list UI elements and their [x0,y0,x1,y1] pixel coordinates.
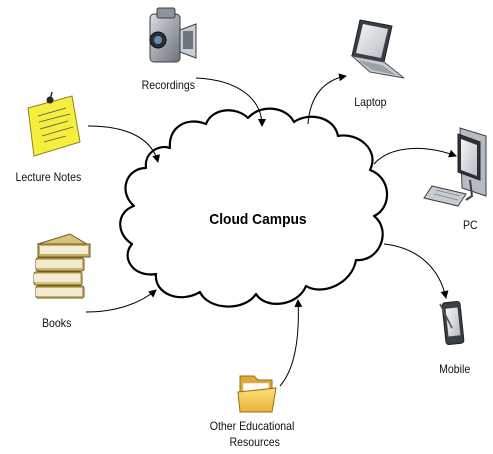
arrow-books-to-cloud [85,289,157,313]
laptop-icon [350,19,405,79]
other-resources-label-line2: Resources [229,435,280,449]
arrow-cloud-to-mobile [383,243,449,299]
mobile-label: Mobile [439,362,471,376]
arrow-cloud-to-laptop [307,73,347,125]
books-label: Books [42,316,72,330]
folder-icon [237,375,277,413]
other-resources-label-line1: Other Educational [209,419,295,433]
book-stack-icon [33,233,92,299]
arrow-lecture-notes-to-cloud [87,125,161,163]
video-camera-icon [149,7,197,63]
pc-label: PC [463,218,478,232]
arrow-other-resources-to-cloud [279,299,303,387]
desktop-pc-icon [423,127,487,207]
arrow-recordings-to-cloud [195,77,266,127]
sticky-note-icon [27,91,81,157]
laptop-label: Laptop [354,95,387,109]
cloud-shape [119,107,389,308]
recordings-label: Recordings [141,78,196,92]
mobile-phone-icon [439,300,465,346]
arrow-cloud-to-pc [373,147,457,165]
lecture-notes-label: Lecture Notes [15,170,82,184]
center-label: Cloud Campus [209,211,307,228]
